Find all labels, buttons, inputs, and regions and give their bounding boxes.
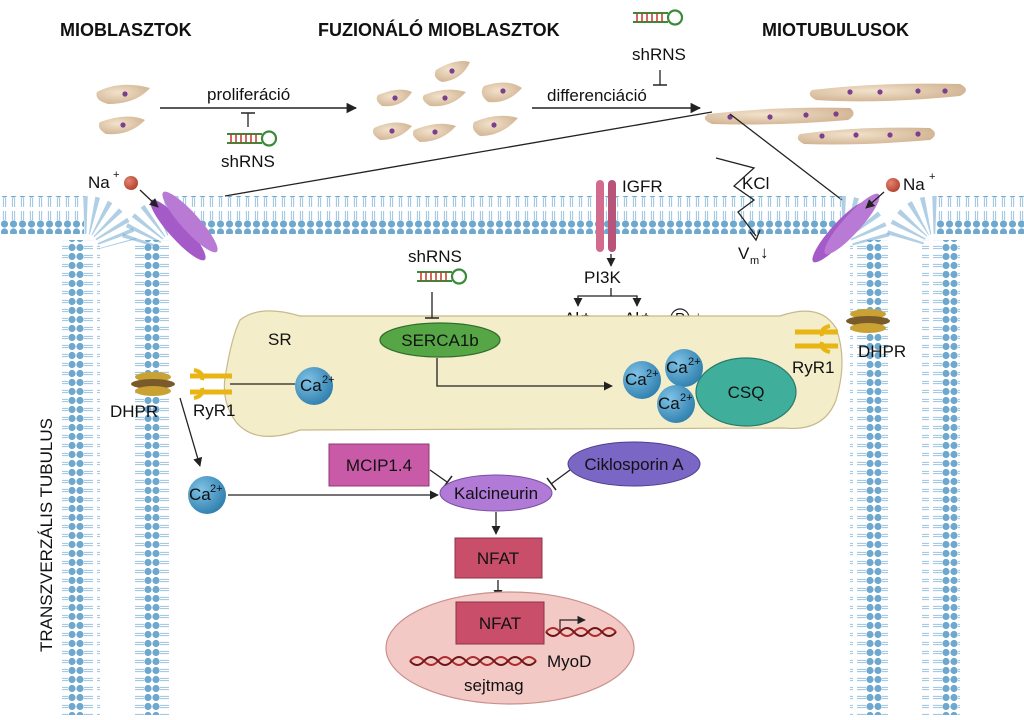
ca-label: Ca	[300, 376, 322, 395]
ryr1-right	[795, 324, 838, 354]
nfat-nuclear-label: NFAT	[479, 614, 521, 633]
serca-label: SERCA1b	[401, 331, 478, 350]
ca-label: Ca	[666, 358, 688, 377]
ca-label: Ca	[189, 485, 211, 504]
kcl-label: KCl	[742, 174, 769, 193]
nucleus-label: sejtmag	[464, 676, 524, 695]
calcium-ion-cytosol	[188, 476, 226, 514]
ca-label: Ca	[625, 370, 647, 389]
calcium-ion	[623, 361, 661, 399]
header-myotubes: MIOTUBULUSOK	[762, 20, 909, 40]
ca-charge: 2+	[688, 356, 701, 368]
igfr-receptor	[596, 180, 616, 252]
sodium-ion-icon	[124, 176, 138, 190]
dhpr-label-right: DHPR	[858, 342, 906, 361]
sr-label: SR	[268, 330, 292, 349]
serca-pump	[379, 322, 501, 358]
dhpr-label-left: DHPR	[110, 402, 158, 421]
vm-label: V	[738, 244, 750, 263]
mcip-label: MCIP1.4	[346, 456, 412, 475]
shrna-icon	[417, 268, 468, 285]
ca-charge: 2+	[680, 392, 693, 404]
calsequestrin	[695, 357, 797, 427]
differentiation-label: differenciáció	[547, 86, 647, 105]
ca-charge: 2+	[322, 374, 335, 386]
nfat-label: NFAT	[477, 549, 519, 568]
ryr1-label-right: RyR1	[792, 358, 835, 377]
dna-helix-right	[545, 627, 617, 637]
shrna-icon	[227, 130, 278, 147]
transverse-tubule-label: TRANSZVERZÁLIS TUBULUS	[37, 418, 56, 652]
calcium-ion	[295, 367, 333, 405]
shrna-label-serca: shRNS	[408, 247, 462, 266]
plasma-membrane	[0, 196, 1024, 715]
fusing-cells	[372, 61, 522, 142]
shrna-label-differentiation: shRNS	[632, 45, 686, 64]
ca-label: Ca	[658, 394, 680, 413]
sodium-channel-right	[812, 193, 880, 263]
ryr1-label-left: RyR1	[193, 401, 236, 420]
ca-charge: 2+	[646, 368, 659, 380]
header-fusing-myoblasts: FUZIONÁLÓ MIOBLASZTOK	[318, 19, 560, 40]
calcineurin-ellipse	[439, 474, 553, 512]
na-label-right: Na	[903, 175, 925, 194]
cyclosporin-label: Ciklosporin A	[584, 455, 684, 474]
dhpr-right	[846, 309, 890, 333]
vm-subscript: m	[750, 255, 759, 267]
myod-label: MyoD	[547, 652, 591, 671]
header-myoblasts: MIOBLASZTOK	[60, 20, 192, 40]
pi3k-label: PI3K	[584, 268, 622, 287]
kcl-depolarization-icon	[715, 157, 757, 237]
calcium-ion	[665, 349, 703, 387]
myoblast-cells	[96, 84, 150, 135]
dhpr-left	[131, 372, 175, 396]
sodium-ion-icon	[886, 178, 900, 192]
na-charge-left: +	[113, 169, 119, 181]
nfat-nuclear-box	[455, 601, 545, 645]
nfat-cytosol-box	[454, 537, 543, 579]
na-charge-right: +	[929, 171, 935, 183]
ca-charge: 2+	[210, 483, 223, 495]
vm-down-arrow: ↓	[760, 243, 769, 262]
na-label-left: Na	[88, 173, 110, 192]
myotube-cells	[704, 83, 966, 145]
csq-label: CSQ	[728, 383, 765, 402]
proliferation-label: proliferáció	[207, 85, 290, 104]
calcium-ion	[657, 385, 695, 423]
igfr-label: IGFR	[622, 177, 663, 196]
shrna-icon	[633, 9, 684, 26]
mcip-box	[328, 443, 430, 487]
cyclosporin-ellipse	[567, 441, 701, 487]
dna-helix-myod	[409, 656, 537, 666]
ryr1-left	[190, 368, 232, 400]
sodium-channel-left	[150, 191, 218, 261]
shrna-label-proliferation: shRNS	[221, 152, 275, 171]
zoom-line-left	[224, 111, 713, 197]
calcineurin-label: Kalcineurin	[454, 484, 538, 503]
zoom-line-right	[729, 113, 843, 201]
